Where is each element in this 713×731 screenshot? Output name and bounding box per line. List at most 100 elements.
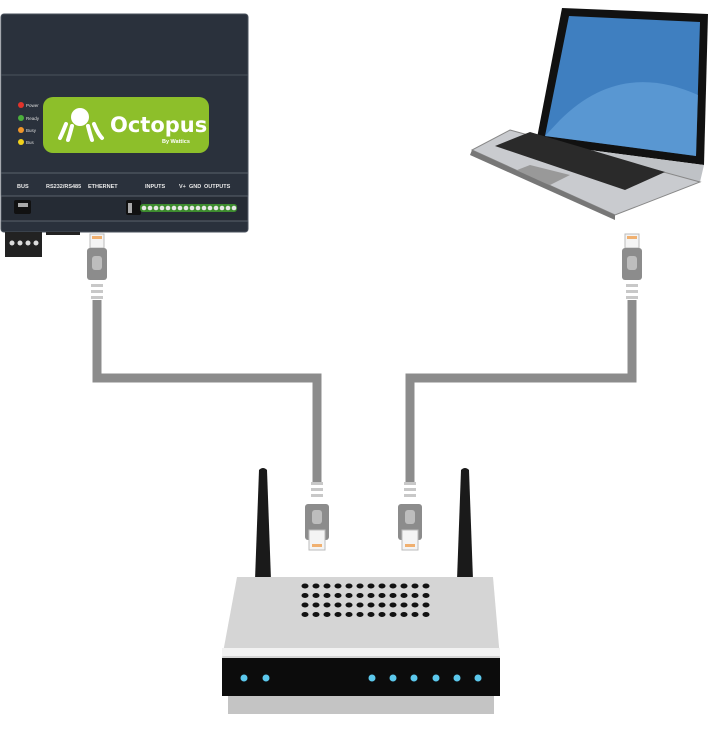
grille-hole <box>345 612 353 617</box>
grille-hole <box>323 583 331 589</box>
grille-hole <box>378 593 386 598</box>
grille-hole <box>323 602 331 608</box>
port-label-rs: RS232/RS485 <box>46 184 81 190</box>
power-led <box>18 102 24 108</box>
grille-hole <box>356 583 364 589</box>
grille-hole <box>422 602 430 608</box>
grille-hole <box>356 612 364 617</box>
grille-hole <box>367 593 375 598</box>
laptop <box>470 8 708 220</box>
grille-hole <box>301 583 309 589</box>
grille-hole <box>345 602 353 608</box>
router-led <box>262 674 270 682</box>
grille-hole <box>389 602 397 608</box>
grille-hole <box>422 593 430 598</box>
grille-hole <box>367 602 375 608</box>
router-grille <box>301 583 430 617</box>
octopus-device: Octopus By Wattics Power Ready Busy Bus … <box>0 13 249 257</box>
terminal-screw <box>195 205 201 211</box>
grille-hole <box>367 612 375 617</box>
antenna-right <box>457 468 473 580</box>
grille-hole <box>334 612 342 617</box>
router-led <box>410 674 418 682</box>
router-led <box>453 674 461 682</box>
grille-hole <box>323 612 331 617</box>
ethernet-plug-router-right <box>398 482 422 551</box>
grille-hole <box>367 583 375 589</box>
busy-led <box>18 127 24 133</box>
octopus-logo-icon <box>58 108 104 142</box>
grille-hole <box>400 602 408 608</box>
grille-hole <box>301 593 309 598</box>
terminal-screw <box>219 205 225 211</box>
led-label: Ready <box>26 116 40 121</box>
brand-name: Octopus <box>110 113 207 137</box>
grille-hole <box>334 602 342 608</box>
terminal-screw <box>189 205 195 211</box>
grille-hole <box>411 583 419 589</box>
grille-hole <box>400 583 408 589</box>
cable-laptop-to-router <box>405 300 637 482</box>
status-leds: Power Ready Busy Bus <box>18 102 40 145</box>
cable-device-to-router <box>92 300 322 482</box>
led-label: Power <box>26 103 39 108</box>
ethernet-plug-device <box>87 233 107 299</box>
grille-hole <box>378 602 386 608</box>
router-led <box>389 674 397 682</box>
terminal-strip <box>140 204 237 212</box>
terminal-screw <box>207 205 213 211</box>
grille-hole <box>378 583 386 589</box>
ethernet-plug-laptop <box>622 233 642 299</box>
port-label-gnd: GND <box>189 184 201 190</box>
grille-hole <box>356 602 364 608</box>
grille-hole <box>312 593 320 598</box>
router-led <box>474 674 482 682</box>
bus-led <box>18 139 24 145</box>
grille-hole <box>345 593 353 598</box>
port-label-bus: BUS <box>17 184 29 190</box>
grille-hole <box>301 612 309 617</box>
grille-hole <box>312 602 320 608</box>
grille-hole <box>422 612 430 617</box>
grille-hole <box>334 583 342 589</box>
grille-hole <box>323 593 331 598</box>
grille-hole <box>334 593 342 598</box>
terminal-screw <box>159 205 165 211</box>
grille-hole <box>389 583 397 589</box>
terminal-screw <box>183 205 189 211</box>
port-label-outputs: OUTPUTS <box>204 184 231 190</box>
grille-hole <box>378 612 386 617</box>
grille-hole <box>301 602 309 608</box>
router-led <box>368 674 376 682</box>
terminal-screw <box>171 205 177 211</box>
terminal-screw <box>225 205 231 211</box>
grille-hole <box>411 602 419 608</box>
grille-hole <box>345 583 353 589</box>
router <box>222 468 500 714</box>
antenna-left <box>255 468 271 580</box>
grille-hole <box>312 612 320 617</box>
brand-sub: By Wattics <box>162 139 190 145</box>
grille-hole <box>400 593 408 598</box>
terminal-screw <box>177 205 183 211</box>
grille-hole <box>389 612 397 617</box>
port-label-ethernet: ETHERNET <box>88 184 118 190</box>
port-label-inputs: INPUTS <box>145 184 166 190</box>
grille-hole <box>400 612 408 617</box>
laptop-keyboard <box>495 132 665 190</box>
grille-hole <box>422 583 430 589</box>
grille-hole <box>356 593 364 598</box>
router-led <box>432 674 440 682</box>
terminal-screw <box>165 205 171 211</box>
grille-hole <box>411 612 419 617</box>
grille-hole <box>389 593 397 598</box>
router-leds <box>240 674 482 682</box>
terminal-screw <box>147 205 153 211</box>
ethernet-plug-router-left <box>305 482 329 551</box>
grille-hole <box>312 583 320 589</box>
laptop-touchpad <box>512 165 570 185</box>
terminal-screw <box>153 205 159 211</box>
terminal-screw <box>141 205 147 211</box>
router-led <box>240 674 248 682</box>
